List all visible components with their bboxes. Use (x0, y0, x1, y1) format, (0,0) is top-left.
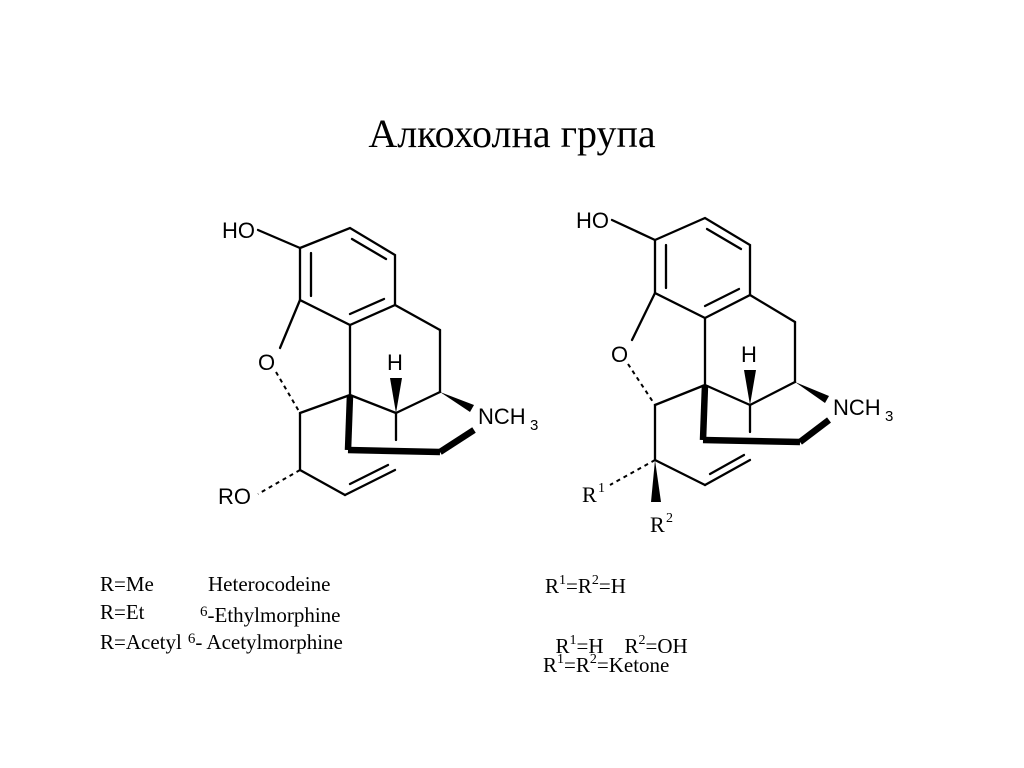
l3-end: =Ketone (596, 653, 670, 677)
l1-s1: 1 (559, 573, 567, 588)
l2-end: =OH (645, 634, 688, 658)
l1-mid: =R (566, 574, 592, 598)
l3-r1: R (543, 653, 558, 677)
aromatic-ring-right (653, 216, 752, 320)
legend-row-et: R=Et (100, 600, 145, 625)
r-et-label: R=Et (100, 600, 145, 624)
structure-left: HO O H NCH 3 RO (218, 218, 538, 509)
structure-right: HO O H NCH 3 R 1 R 2 (576, 208, 893, 537)
ro-label: RO (218, 484, 251, 509)
nmethyl-subscript-left: 3 (530, 417, 538, 434)
legend-ethylmorphine: 6‑Ethylmorphine (200, 603, 340, 628)
r2-superscript: 2 (666, 511, 673, 526)
legend-row-me: R=Me (100, 572, 154, 597)
ethylmorphine-label: ‑Ethylmorphine (207, 603, 341, 627)
l2-mid: =H R (576, 634, 639, 658)
hydroxyl-label-left: HO (222, 218, 255, 243)
r2-label: R (650, 512, 665, 537)
legend-right-line-2: R1=H R2=OH (545, 608, 688, 659)
nmethyl-label-left: NCH (478, 404, 526, 429)
l3-s1: 1 (557, 652, 565, 667)
legend-right-line-3: R1=R2=Ketone (543, 652, 669, 678)
legend-heterocodeine: Heterocodeine (208, 572, 330, 597)
six-prefix-acetyl: 6 (187, 631, 196, 647)
hydroxyl-label-right: HO (576, 208, 609, 233)
oxygen-label-left: O (258, 350, 275, 375)
hydrogen-label-right: H (741, 342, 757, 367)
l3-mid: =R (564, 653, 590, 677)
r-acetyl-label: R=Acetyl (100, 630, 182, 654)
nmethyl-subscript-right: 3 (885, 408, 893, 425)
legend-right-line-1: R1=R2=H (545, 573, 626, 599)
oxygen-label-right: O (611, 342, 628, 367)
l3-s2: 2 (589, 652, 597, 667)
l2-s2: 2 (638, 633, 646, 648)
hydrogen-label-left: H (387, 350, 403, 375)
aromatic-ring-left (298, 226, 397, 327)
l1-s2: 2 (591, 573, 599, 588)
heterocodeine-label: Heterocodeine (208, 572, 331, 596)
page-title: Алкохолна група (368, 111, 656, 156)
l1-r1: R (545, 574, 560, 598)
r-me-label: R=Me (100, 572, 154, 596)
legend-row-acetyl: R=Acetyl 6‑ Acetylmorphine (100, 630, 343, 655)
l1-end: =H (598, 574, 626, 598)
acetylmorphine-label: ‑ Acetylmorphine (195, 630, 343, 654)
l2-r1: R (555, 634, 570, 658)
nmethyl-label-right: NCH (833, 395, 881, 420)
six-prefix-ethyl: 6 (200, 604, 208, 620)
r1-superscript: 1 (598, 481, 605, 496)
r1-label: R (582, 482, 597, 507)
l2-s1: 1 (569, 633, 577, 648)
